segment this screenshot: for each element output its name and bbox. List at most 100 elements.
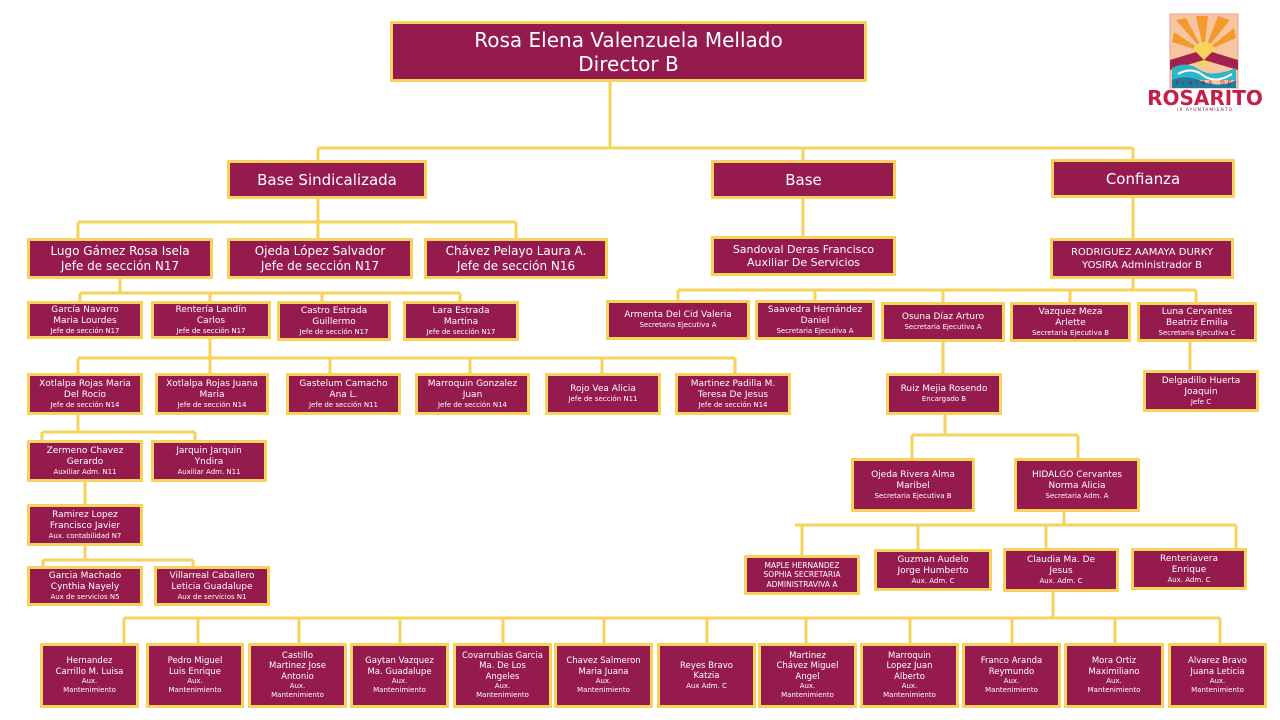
node-role: Aux. Mantenimiento (63, 677, 116, 694)
node-role: Aux. Mantenimiento (1191, 677, 1244, 694)
armenta-node: Armenta Del Cid Valeria Secretaria Ejecu… (606, 300, 750, 340)
node-name: HIDALGO Cervantes Norma Alicia (1031, 469, 1123, 491)
garcia-navarro-node: García Navarro Maria Lourdes Jefe de sec… (27, 301, 143, 339)
ruiz-node: Ruiz Mejia Rosendo Encargado B (886, 373, 1002, 415)
node-name: Villarreal Caballero Leticia Guadalupe (169, 570, 255, 592)
node-role: Secretaria Ejecutiva B (1031, 328, 1110, 337)
delgadillo-node: Delgadillo Huerta Joaquin Jefe C (1143, 370, 1259, 412)
node-name: Armenta Del Cid Valeria (624, 310, 732, 320)
node-role: Aux. Mantenimiento (271, 682, 324, 700)
node-role: Aux. Adm. C (1039, 576, 1083, 585)
chavez-laura-node: Chávez Pelayo Laura A. Jefe de sección N… (424, 238, 608, 279)
node-role: Aux. Adm. C (1167, 575, 1211, 584)
node-name: Garcia Machado Cynthia Nayely (48, 570, 122, 592)
node-role: Aux. Mantenimiento (577, 677, 630, 694)
martinez-padilla-node: Martinez Padilla M. Teresa De Jesus Jefe… (675, 373, 791, 415)
node-name: Claudia Ma. De Jesus (1026, 554, 1096, 576)
osuna-node: Osuna Díaz Arturo Secretaria Ejecutiva A (881, 302, 1005, 342)
garcia-machado-node: Garcia Machado Cynthia Nayely Aux de ser… (27, 566, 143, 606)
maple-node: MAPLE HERNANDEZ SOPHIA SECRETARIA ADMINI… (744, 555, 860, 595)
rosarito-logo-icon (1169, 13, 1239, 89)
node-name: Mora Ortiz Maximiliano (1088, 656, 1140, 677)
node-role: Secretaria Adm. A (1045, 491, 1109, 500)
base-node: Base (711, 160, 896, 199)
node-name: Saavedra Hernández Daniel (767, 304, 863, 326)
node-name: Covarrubias Garcia Ma. De Los Angeles (461, 650, 544, 682)
node-role: Aux de servicios N5 (50, 592, 120, 601)
node-role: Auxiliar Adm. N11 (53, 467, 117, 476)
renteria-carlos-node: Rentería Landín Carlos Jefe de sección N… (151, 301, 271, 339)
node-role: Encargado B (921, 395, 967, 403)
node-name: Sandoval Deras Francisco Auxiliar De Ser… (732, 243, 875, 269)
node-role: Aux. Mantenimiento (1087, 677, 1141, 694)
node-name: Marroquin Lopez Juan Alberto (886, 650, 933, 682)
node-role: Jefe de sección N17 (176, 326, 246, 335)
xotlalpa-juana-node: Xotlalpa Rojas Juana Maria Jefe de secci… (155, 373, 269, 415)
node-name: Marroquin Gonzalez Juan (427, 378, 518, 400)
node-name: Confianza (1105, 169, 1181, 188)
node-name: Gaytan Vazquez Ma. Guadalupe (365, 656, 434, 677)
hidalgo-node: HIDALGO Cervantes Norma Alicia Secretari… (1014, 458, 1140, 512)
logo-name: ROSARITO (1147, 86, 1263, 110)
node-name: Base Sindicalizada (257, 170, 397, 189)
node-name: Lugo Gámez Rosa Isela Jefe de sección N1… (50, 243, 190, 273)
node-role: Aux de servicios N1 (177, 592, 247, 601)
node-role: Aux. Mantenimiento (781, 682, 834, 700)
node-name: Delgadillo Huerta Joaquin (1161, 375, 1241, 397)
reyes-bravo-node: Reyes Bravo Katzia Aux Adm. C (657, 643, 756, 708)
node-name: Martinez Chávez Miguel Angel (776, 650, 839, 682)
node-role: Aux. Adm. C (911, 576, 955, 585)
castro-node: Castro Estrada Guillermo Jefe de sección… (277, 301, 391, 341)
node-name: Luna Cervantes Beatriz Emilia (1161, 306, 1233, 328)
node-role: Jefe de sección N11 (308, 400, 379, 409)
node-role: Secretaria Ejecutiva C (1158, 328, 1236, 337)
node-name: Ojeda Rivera Alma Maribel (871, 469, 955, 491)
node-name: Lara Estrada Martina (432, 305, 490, 327)
node-role: Aux. Mantenimiento (476, 682, 529, 700)
node-name: Alvarez Bravo Juana Leticia (1188, 656, 1247, 677)
node-name: Rentería Landín Carlos (175, 304, 247, 326)
node-name: RODRIGUEZ AAMAYA DURKY YOSIRA Administra… (1070, 246, 1214, 271)
villarreal-node: Villarreal Caballero Leticia Guadalupe A… (154, 566, 270, 606)
node-name: Franco Aranda Reymundo (980, 656, 1043, 677)
logo-bottom-text: IX AYUNTAMIENTO (1176, 108, 1234, 113)
confianza-node: Confianza (1051, 159, 1235, 198)
saavedra-node: Saavedra Hernández Daniel Secretaria Eje… (755, 300, 875, 340)
jarquin-node: Jarquin Jarquin Yndira Auxiliar Adm. N11 (151, 440, 267, 482)
node-role: Jefe de sección N14 (698, 400, 768, 409)
sandoval-node: Sandoval Deras Francisco Auxiliar De Ser… (711, 236, 896, 276)
xotlalpa-rocio-node: Xotlalpa Rojas Maria Del Rocio Jefe de s… (27, 373, 143, 415)
marroquin-lopez-node: Marroquin Lopez Juan Alberto Aux. Manten… (860, 643, 959, 708)
node-name: Xotlalpa Rojas Juana Maria (166, 378, 258, 400)
rojo-node: Rojo Vea Alicia Jefe de sección N11 (545, 373, 661, 415)
ojeda-salvador-node: Ojeda López Salvador Jefe de sección N17 (227, 238, 413, 279)
node-name: Chávez Pelayo Laura A. Jefe de sección N… (445, 243, 587, 273)
node-name: MAPLE HERNANDEZ SOPHIA SECRETARIA ADMINI… (763, 560, 841, 589)
node-role: Secretaria Ejecutiva A (904, 323, 982, 331)
node-name: Renteriavera Enrique (1160, 553, 1218, 575)
node-role: Jefe de sección N17 (299, 327, 369, 336)
chavez-salmeron-node: Chavez Salmeron Maria Juana Aux. Manteni… (554, 643, 653, 708)
marroquin-gonzalez-node: Marroquin Gonzalez Juan Jefe de sección … (415, 373, 530, 415)
gastelum-node: Gastelum Camacho Ana L. Jefe de sección … (286, 373, 401, 415)
franco-aranda-node: Franco Aranda Reymundo Aux. Mantenimient… (962, 643, 1061, 708)
ramirez-node: Ramirez Lopez Francisco Javier Aux. cont… (27, 504, 143, 546)
node-name: Castro Estrada Guillermo (300, 305, 368, 327)
node-role: Jefe de sección N17 (426, 327, 496, 336)
node-role: Aux. Mantenimiento (883, 682, 936, 700)
node-role: Aux. Mantenimiento (168, 677, 222, 694)
node-name: Martinez Padilla M. Teresa De Jesus (690, 378, 776, 400)
node-name: Hernandez Carrillo M. Luisa (55, 656, 124, 677)
martinez-chavez-node: Martinez Chávez Miguel Angel Aux. Manten… (758, 643, 857, 708)
node-role: Aux Adm. C (686, 681, 727, 690)
logo-top-text: PLAYAS DE (1175, 80, 1235, 87)
node-role: Aux. Mantenimiento (373, 677, 426, 694)
alvarez-bravo-node: Alvarez Bravo Juana Leticia Aux. Manteni… (1168, 643, 1267, 708)
node-name: Pedro Miguel Luis Enrique (167, 656, 223, 677)
node-name: Ruiz Mejia Rosendo (900, 384, 988, 394)
node-role: Jefe de sección N14 (50, 400, 120, 409)
node-name: Rojo Vea Alicia (570, 384, 636, 394)
node-role: Secretaria Ejecutiva B (874, 491, 952, 500)
node-name: Base (785, 170, 822, 189)
